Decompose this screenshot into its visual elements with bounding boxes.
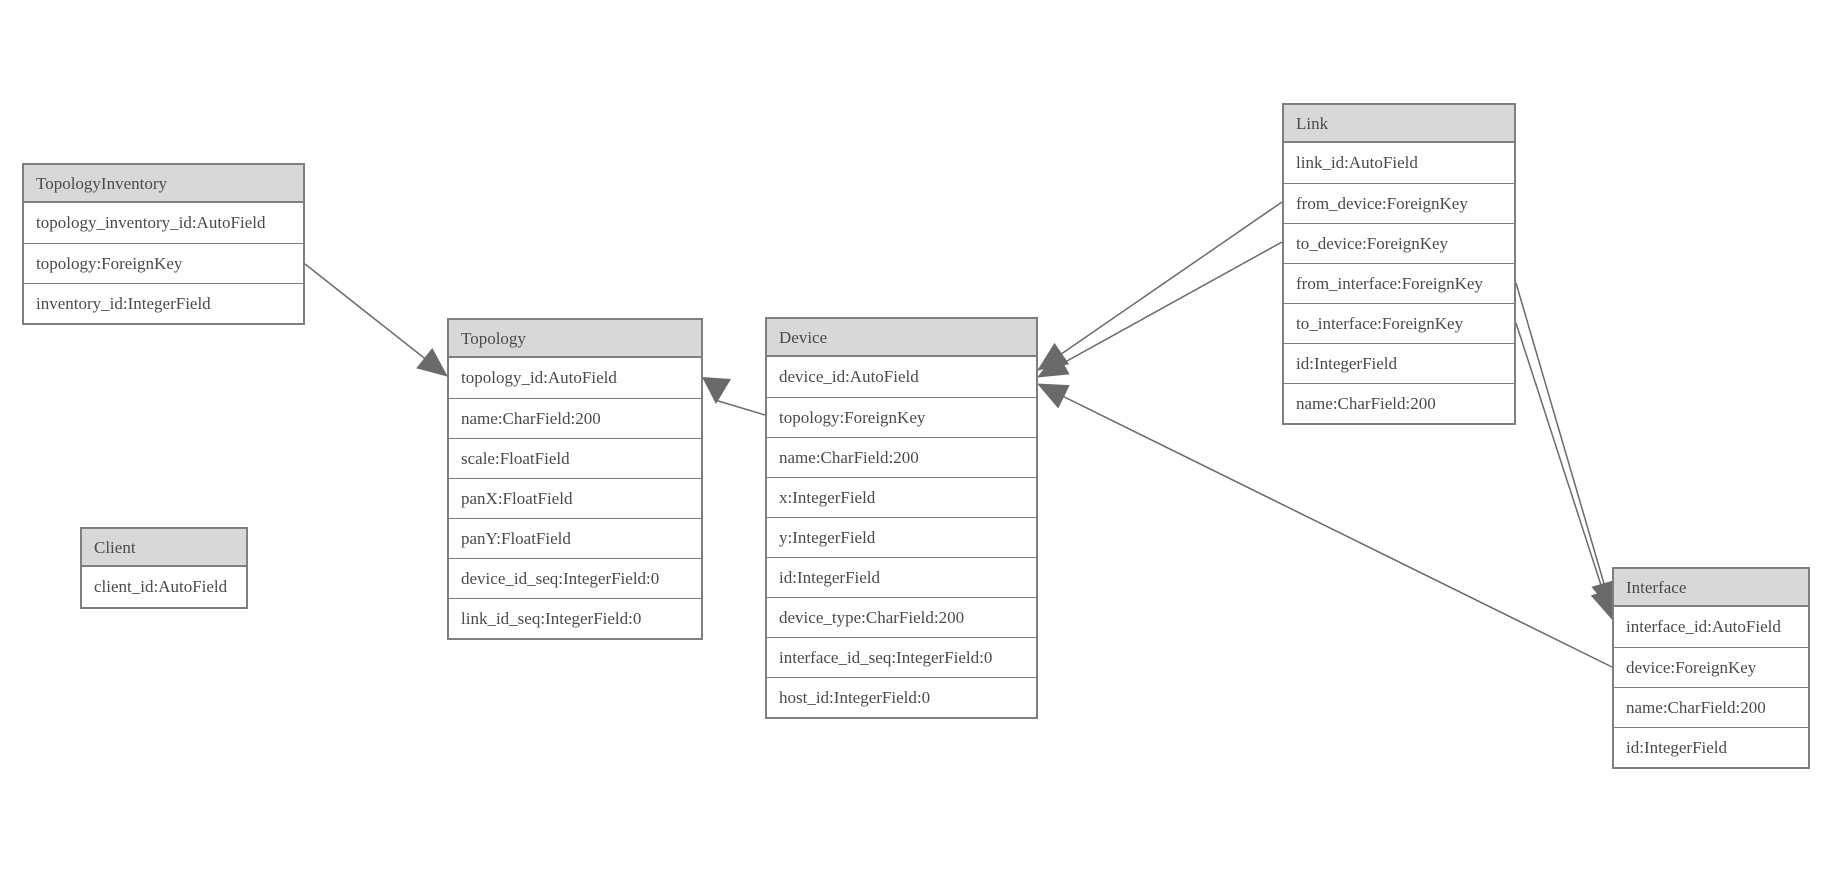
entity-link-field-row: to_interface:ForeignKey — [1284, 303, 1514, 343]
entity-link-field-row: name:CharField:200 — [1284, 383, 1514, 423]
entity-topology-field-row: link_id_seq:IntegerField:0 — [449, 598, 701, 638]
entity-client-title: Client — [82, 529, 246, 567]
entity-topology-inventory-field-row: inventory_id:IntegerField — [24, 283, 303, 323]
entity-device-title: Device — [767, 319, 1036, 357]
relation-interface-device — [1037, 383, 1613, 668]
relation-device-topology-arrowhead-icon — [702, 377, 731, 404]
entity-topology-field-row: device_id_seq:IntegerField:0 — [449, 558, 701, 598]
entity-device-field-row: id:IntegerField — [767, 557, 1036, 597]
entity-link-field-row: link_id:AutoField — [1284, 143, 1514, 183]
entity-topology-inventory-field-row: topology_inventory_id:AutoField — [24, 203, 303, 243]
relation-link-to-device — [1037, 241, 1283, 378]
relation-device-topology — [714, 399, 766, 416]
entity-device-field-row: device_id:AutoField — [767, 357, 1036, 397]
entity-topology-field-row: topology_id:AutoField — [449, 358, 701, 398]
entity-link-title: Link — [1284, 105, 1514, 143]
entity-topology-field-row: name:CharField:200 — [449, 398, 701, 438]
entity-device-field-row: name:CharField:200 — [767, 437, 1036, 477]
entity-link-field-row: from_interface:ForeignKey — [1284, 263, 1514, 303]
entity-link-field-row: id:IntegerField — [1284, 343, 1514, 383]
entity-device-field-row: x:IntegerField — [767, 477, 1036, 517]
entity-client-field-row: client_id:AutoField — [82, 567, 246, 607]
entity-device-field-row: host_id:IntegerField:0 — [767, 677, 1036, 717]
entity-topology-field-row: scale:FloatField — [449, 438, 701, 478]
entity-interface-field-row: name:CharField:200 — [1614, 687, 1808, 727]
entity-topology-inventory-title: TopologyInventory — [24, 165, 303, 203]
entity-topology-inventory-field-row: topology:ForeignKey — [24, 243, 303, 283]
entity-device-field-row: y:IntegerField — [767, 517, 1036, 557]
relation-link-from-device — [1037, 201, 1283, 371]
entity-link-field-row: to_device:ForeignKey — [1284, 223, 1514, 263]
entity-device-field-row: device_type:CharField:200 — [767, 597, 1036, 637]
entity-topology-field-row: panY:FloatField — [449, 518, 701, 558]
entity-device-field-row: interface_id_seq:IntegerField:0 — [767, 637, 1036, 677]
entity-interface-field-row: device:ForeignKey — [1614, 647, 1808, 687]
entity-link-field-row: from_device:ForeignKey — [1284, 183, 1514, 223]
entity-interface-field-row: interface_id:AutoField — [1614, 607, 1808, 647]
entity-interface-title: Interface — [1614, 569, 1808, 607]
relation-link-from-interface — [1515, 282, 1617, 612]
entity-device-field-row: topology:ForeignKey — [767, 397, 1036, 437]
relation-topologyinventory-topology — [304, 263, 448, 377]
entity-topology-field-row: panX:FloatField — [449, 478, 701, 518]
entity-interface-field-row: id:IntegerField — [1614, 727, 1808, 767]
entity-topology-title: Topology — [449, 320, 701, 358]
relation-link-to-interface — [1515, 322, 1616, 620]
